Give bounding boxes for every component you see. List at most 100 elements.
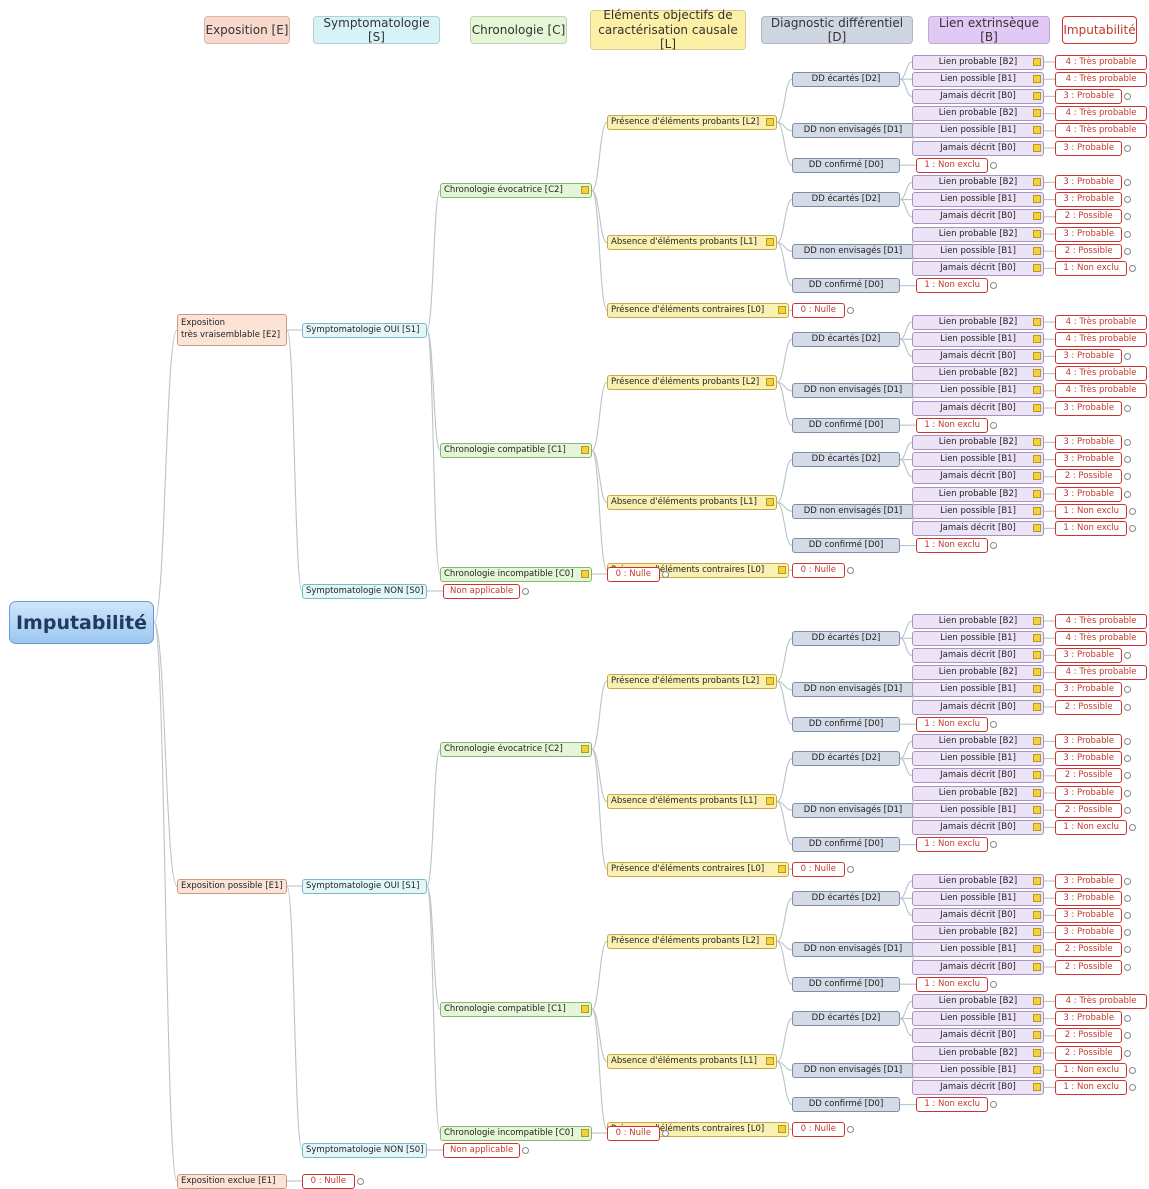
expand-icon[interactable]	[1124, 911, 1132, 919]
note-icon[interactable]	[1033, 633, 1041, 642]
expand-icon[interactable]	[1124, 213, 1132, 221]
extrinsic-link-node[interactable]: Jamais décrit [B0]	[912, 400, 1044, 416]
note-icon[interactable]	[1033, 945, 1041, 954]
note-icon[interactable]	[1033, 1014, 1041, 1023]
expand-icon[interactable]	[846, 865, 854, 873]
expand-icon[interactable]	[846, 1125, 854, 1133]
note-icon[interactable]	[581, 569, 589, 578]
extrinsic-link-node[interactable]: Jamais décrit [B0]	[912, 907, 1044, 923]
result-node[interactable]: 2 : Possible	[1055, 209, 1123, 225]
note-icon[interactable]	[766, 117, 774, 126]
extrinsic-link-node[interactable]: Jamais décrit [B0]	[912, 1079, 1044, 1095]
note-icon[interactable]	[1033, 822, 1041, 831]
expand-icon[interactable]	[1124, 178, 1132, 186]
note-icon[interactable]	[1033, 351, 1041, 360]
note-icon[interactable]	[581, 744, 589, 753]
extrinsic-link-node[interactable]: Lien probable [B2]	[912, 54, 1044, 70]
symptom-no-node[interactable]: Symptomatologie NON [S0]	[302, 1142, 427, 1158]
result-node[interactable]: 4 : Très probable	[1055, 331, 1148, 347]
note-icon[interactable]	[1033, 754, 1041, 763]
extrinsic-link-node[interactable]: Jamais décrit [B0]	[912, 647, 1044, 663]
note-icon[interactable]	[1033, 369, 1041, 378]
note-icon[interactable]	[1033, 736, 1041, 745]
result-node[interactable]: 4 : Très probable	[1055, 383, 1148, 399]
result-node[interactable]: 0 : Nulle	[792, 861, 845, 877]
evidence-present-node[interactable]: Présence d'éléments probants [L2]	[607, 673, 777, 689]
dd-excluded-node[interactable]: DD écartés [D2]	[792, 192, 900, 208]
exposure-node[interactable]: Exposition exclue [E1]	[177, 1173, 287, 1189]
result-node[interactable]: 4 : Très probable	[1055, 123, 1148, 139]
result-node[interactable]: 1 : Non exclu	[916, 1097, 989, 1113]
result-node[interactable]: 1 : Non exclu	[916, 417, 989, 433]
dd-not-considered-node[interactable]: DD non envisagés [D1]	[792, 243, 914, 259]
extrinsic-link-node[interactable]: Jamais décrit [B0]	[912, 469, 1044, 485]
note-icon[interactable]	[778, 1124, 786, 1133]
note-icon[interactable]	[1033, 928, 1041, 937]
result-node[interactable]: 3 : Probable	[1055, 400, 1123, 416]
result-node[interactable]: 2 : Possible	[1055, 469, 1123, 485]
extrinsic-link-node[interactable]: Lien possible [B1]	[912, 890, 1044, 906]
result-node[interactable]: 0 : Nulle	[792, 562, 845, 578]
dd-not-considered-node[interactable]: DD non envisagés [D1]	[792, 942, 914, 958]
result-node[interactable]: 1 : Non exclu	[1055, 503, 1128, 519]
expand-icon[interactable]	[1124, 92, 1132, 100]
extrinsic-link-node[interactable]: Lien probable [B2]	[912, 226, 1044, 242]
result-node[interactable]: 3 : Probable	[1055, 174, 1123, 190]
expand-icon[interactable]	[1124, 755, 1132, 763]
evidence-present-node[interactable]: Présence d'éléments probants [L2]	[607, 374, 777, 390]
expand-icon[interactable]	[1124, 247, 1132, 255]
note-icon[interactable]	[581, 185, 589, 194]
expand-icon[interactable]	[990, 1101, 998, 1109]
expand-icon[interactable]	[1129, 264, 1137, 272]
result-node[interactable]: 3 : Probable	[1055, 140, 1123, 156]
expand-icon[interactable]	[1129, 823, 1137, 831]
result-node[interactable]: 2 : Possible	[1055, 959, 1123, 975]
result-node[interactable]: 3 : Probable	[1055, 682, 1123, 698]
expand-icon[interactable]	[1124, 490, 1132, 498]
result-node[interactable]: 0 : Nulle	[607, 566, 660, 582]
dd-not-considered-node[interactable]: DD non envisagés [D1]	[792, 802, 914, 818]
expand-icon[interactable]	[1124, 929, 1132, 937]
evidence-absent-node[interactable]: Absence d'éléments probants [L1]	[607, 794, 777, 810]
note-icon[interactable]	[581, 1004, 589, 1013]
expand-icon[interactable]	[990, 542, 998, 550]
result-node[interactable]: 4 : Très probable	[1055, 106, 1148, 122]
expand-icon[interactable]	[846, 306, 854, 314]
extrinsic-link-node[interactable]: Lien probable [B2]	[912, 174, 1044, 190]
result-node[interactable]: 3 : Probable	[1055, 647, 1123, 663]
note-icon[interactable]	[1033, 126, 1041, 135]
result-node[interactable]: 3 : Probable	[1055, 751, 1123, 767]
extrinsic-link-node[interactable]: Jamais décrit [B0]	[912, 959, 1044, 975]
extrinsic-link-node[interactable]: Lien probable [B2]	[912, 106, 1044, 122]
extrinsic-link-node[interactable]: Lien possible [B1]	[912, 383, 1044, 399]
expand-icon[interactable]	[1129, 507, 1137, 515]
expand-icon[interactable]	[1124, 877, 1132, 885]
result-node[interactable]: 3 : Probable	[1055, 348, 1123, 364]
note-icon[interactable]	[1033, 386, 1041, 395]
extrinsic-link-node[interactable]: Lien probable [B2]	[912, 993, 1044, 1009]
extrinsic-link-node[interactable]: Lien possible [B1]	[912, 682, 1044, 698]
chronology-node[interactable]: Chronologie incompatible [C0]	[440, 1125, 592, 1141]
chronology-node[interactable]: Chronologie compatible [C1]	[440, 442, 592, 458]
expand-icon[interactable]	[846, 566, 854, 574]
extrinsic-link-node[interactable]: Lien possible [B1]	[912, 331, 1044, 347]
result-node[interactable]: 3 : Probable	[1055, 925, 1123, 941]
note-icon[interactable]	[766, 238, 774, 247]
root-node[interactable]: Imputabilité	[9, 601, 154, 644]
expand-icon[interactable]	[1124, 894, 1132, 902]
extrinsic-link-node[interactable]: Jamais décrit [B0]	[912, 348, 1044, 364]
dd-confirmed-node[interactable]: DD confirmé [D0]	[792, 1097, 900, 1113]
expand-icon[interactable]	[356, 1177, 364, 1185]
result-node[interactable]: 3 : Probable	[1055, 873, 1123, 889]
extrinsic-link-node[interactable]: Jamais décrit [B0]	[912, 209, 1044, 225]
extrinsic-link-node[interactable]: Jamais décrit [B0]	[912, 819, 1044, 835]
extrinsic-link-node[interactable]: Lien probable [B2]	[912, 1045, 1044, 1061]
dd-excluded-node[interactable]: DD écartés [D2]	[792, 890, 900, 906]
expand-icon[interactable]	[1129, 524, 1137, 532]
extrinsic-link-node[interactable]: Lien possible [B1]	[912, 630, 1044, 646]
expand-icon[interactable]	[1124, 686, 1132, 694]
note-icon[interactable]	[1033, 1065, 1041, 1074]
extrinsic-link-node[interactable]: Jamais décrit [B0]	[912, 88, 1044, 104]
result-node[interactable]: 3 : Probable	[1055, 733, 1123, 749]
dd-excluded-node[interactable]: DD écartés [D2]	[792, 331, 900, 347]
